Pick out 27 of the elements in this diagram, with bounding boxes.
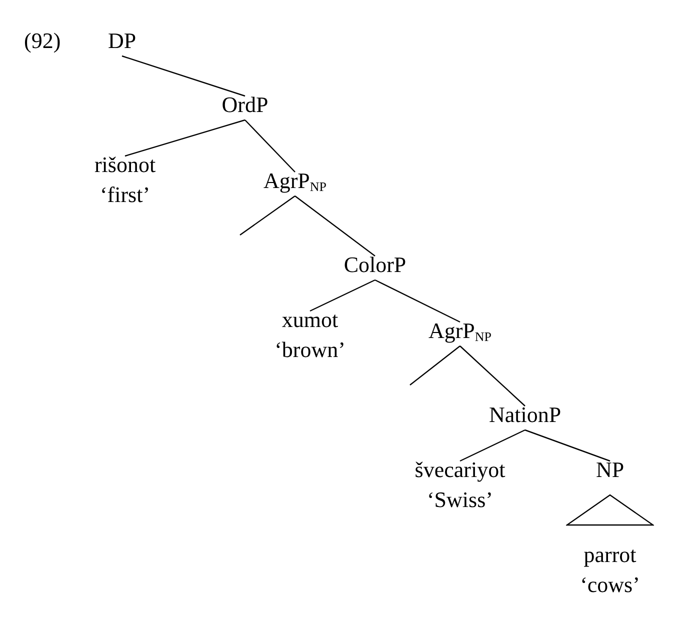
node-label: švecariyot bbox=[414, 456, 506, 484]
tree-branch bbox=[122, 55, 246, 97]
example-number: (92) bbox=[24, 27, 61, 55]
tree-branch bbox=[460, 346, 526, 406]
node-label: AgrP$_{NP}$ bbox=[428, 317, 492, 346]
gloss-text: ‘cows’ bbox=[580, 571, 640, 599]
tree-branch bbox=[244, 120, 296, 172]
node-label: ColorP bbox=[344, 251, 406, 279]
node-label: parrot bbox=[582, 541, 638, 569]
gloss-text: ‘Swiss’ bbox=[426, 486, 494, 514]
tree-branch bbox=[524, 429, 610, 462]
node-label: xumot bbox=[280, 306, 340, 334]
tree-branch bbox=[240, 196, 296, 236]
tree-branch bbox=[310, 279, 376, 312]
node-label: rišonot bbox=[94, 151, 156, 179]
gloss-text: ‘first’ bbox=[98, 181, 152, 209]
gloss-text: ‘brown’ bbox=[274, 336, 346, 364]
node-label: OrdP bbox=[222, 91, 268, 119]
tree-branch bbox=[124, 119, 246, 157]
node-label: AgrP$_{NP}$ bbox=[263, 167, 327, 196]
node-label: DP bbox=[108, 27, 136, 55]
node-label: NP bbox=[596, 456, 624, 484]
tree-branch bbox=[374, 279, 460, 323]
tree-branch bbox=[410, 346, 460, 386]
tree-branch bbox=[294, 196, 376, 256]
tree-branch bbox=[460, 429, 526, 462]
node-label: NationP bbox=[488, 401, 562, 429]
